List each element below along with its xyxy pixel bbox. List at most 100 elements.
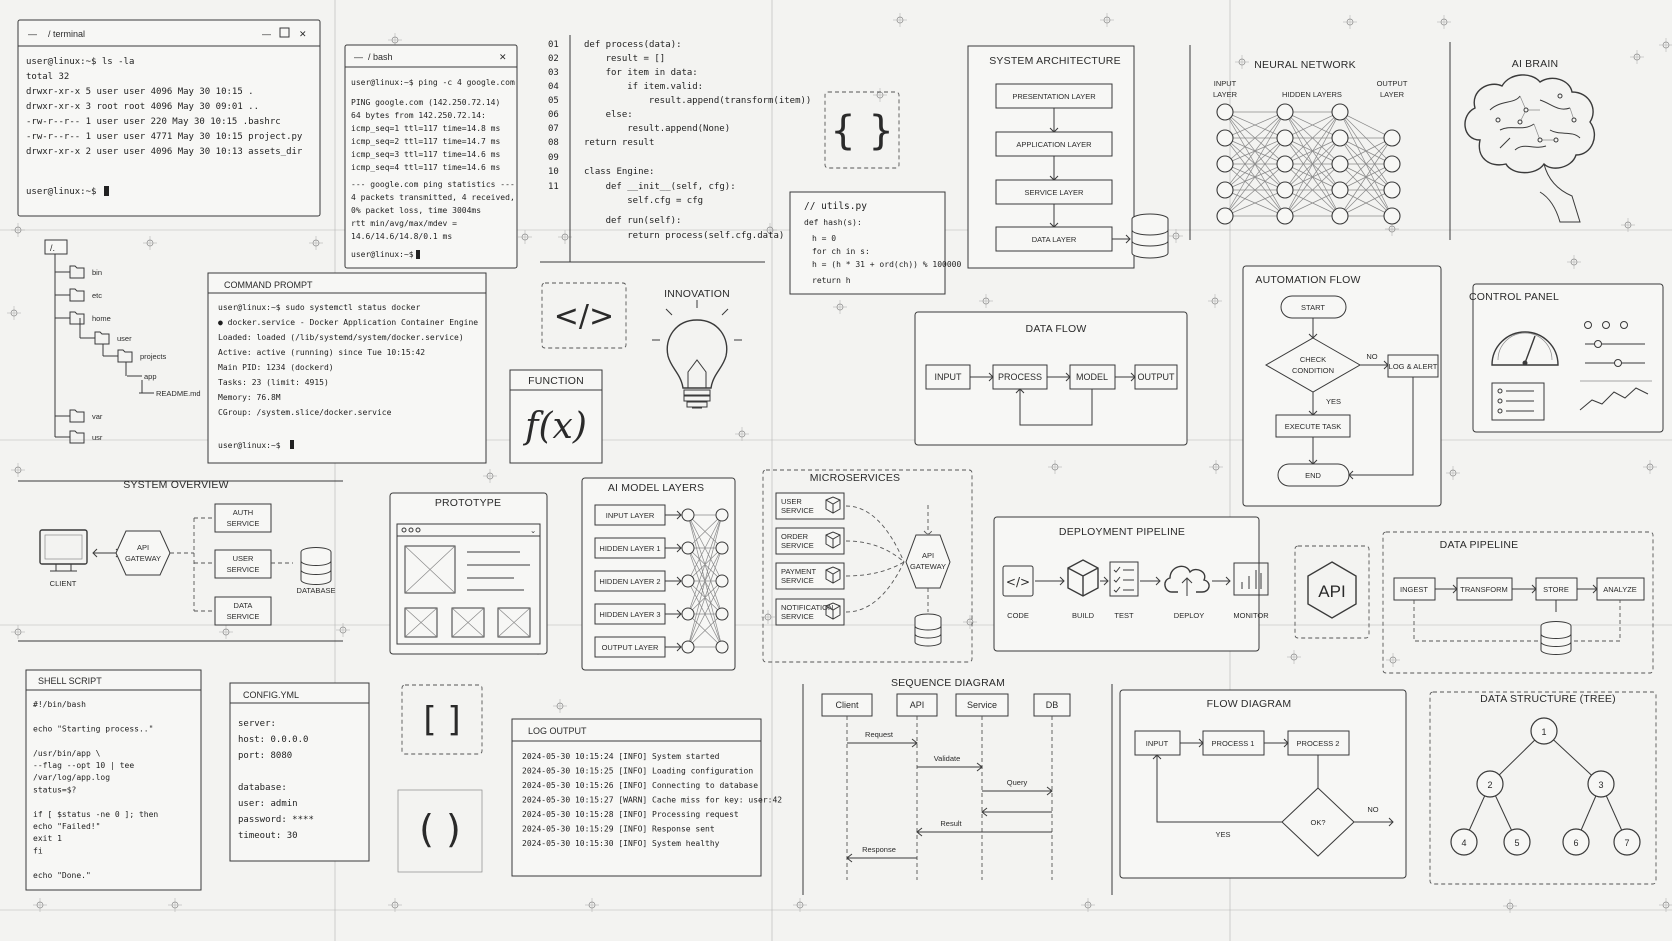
crosshair-mark <box>1169 229 1183 243</box>
crosshair-mark <box>483 469 497 483</box>
log-output-window: LOG OUTPUT 2024-05-30 10:15:24 [INFO] Sy… <box>511 718 782 877</box>
close-icon[interactable]: ✕ <box>499 52 507 62</box>
pipeline-step-label: DEPLOY <box>1174 611 1204 620</box>
nn-edge <box>1339 163 1393 217</box>
file-tree: /. binetchomeuserprojectsappREADME.mdvar… <box>44 239 201 444</box>
sequence-message <box>916 827 1052 837</box>
automation-log: LOG & ALERT <box>1389 362 1438 371</box>
tree-item[interactable]: var <box>55 409 103 423</box>
code-line: result = [] <box>606 54 666 64</box>
code-line: result.append(transform(item)) <box>649 96 812 106</box>
microservice-label: SERVICE <box>781 541 814 550</box>
list-card-icon <box>1491 382 1545 421</box>
folder-icon <box>69 430 85 444</box>
tree-item[interactable]: usr <box>55 430 103 444</box>
crosshair-mark <box>735 427 749 441</box>
maximize-icon[interactable] <box>279 27 290 38</box>
system-overview-diagram: SYSTEM OVERVIEW CLIENT API GATEWAY AUTH … <box>18 479 343 642</box>
sequence-message-label: Result <box>940 819 962 828</box>
crosshair-mark <box>388 898 402 912</box>
bash-window[interactable]: — / bash ✕ user@linux:~$ ping -c 4 googl… <box>344 44 518 269</box>
crosshair-mark <box>1048 460 1062 474</box>
model-node <box>681 574 695 588</box>
crosshair-mark <box>585 898 599 912</box>
tree-node <box>1530 717 1558 745</box>
log-line: 2024-05-30 10:15:30 [INFO] System health… <box>522 839 720 848</box>
tree-item[interactable]: etc <box>55 288 102 302</box>
function-card: FUNCTION f(x) <box>509 369 603 464</box>
lightbulb-icon <box>652 300 742 409</box>
api-hexagon-icon: API <box>1318 582 1345 601</box>
tree-item[interactable]: app <box>127 372 157 381</box>
crosshair-mark <box>143 236 157 250</box>
minimize-dash-icon: — <box>28 29 37 39</box>
terminal-prompt[interactable]: user@linux:~$ <box>26 187 96 197</box>
crosshair-mark <box>893 13 907 27</box>
utils-line: // utils.py <box>804 201 867 212</box>
cmd-line: ● docker.service - Docker Application Co… <box>218 318 478 327</box>
command-prompt-window[interactable]: COMMAND PROMPT user@linux:~$ sudo system… <box>207 272 487 464</box>
config-title: CONFIG.YML <box>243 690 299 700</box>
microservice-label: SERVICE <box>781 576 814 585</box>
ai-model-layers-title: AI MODEL LAYERS <box>608 482 704 494</box>
nn-edge <box>1284 111 1341 139</box>
log-line: 2024-05-30 10:15:24 [INFO] System starte… <box>522 752 720 761</box>
square-brackets-card: [ ] <box>401 684 483 755</box>
nn-edge <box>1284 189 1341 217</box>
crosshair-marks <box>7 13 1672 913</box>
code-line-number: 11 <box>548 182 559 192</box>
data-flow-title: DATA FLOW <box>1026 323 1087 335</box>
data-pipeline-title: DATA PIPELINE <box>1440 539 1519 551</box>
microservice-label: SERVICE <box>781 506 814 515</box>
square-brackets-icon: [ ] <box>423 700 460 740</box>
crosshair-mark <box>763 223 777 237</box>
automation-flow-title: AUTOMATION FLOW <box>1255 274 1360 286</box>
sparkline-chart-icon <box>1579 380 1652 411</box>
slider-controls[interactable] <box>1585 340 1645 367</box>
tree-item[interactable]: README.md <box>139 389 201 398</box>
bash-prompt[interactable]: user@linux:~$ <box>351 250 414 259</box>
bash-line: 64 bytes from 142.250.72.14: <box>351 111 486 120</box>
close-icon[interactable]: ✕ <box>299 29 307 39</box>
cube-icon <box>825 566 841 584</box>
deployment-pipeline-title: DEPLOYMENT PIPELINE <box>1059 526 1185 538</box>
microservices-diagram: MICROSERVICES USERSERVICEORDERSERVICEPAY… <box>762 469 973 663</box>
tree-node-label: 2 <box>1487 780 1492 790</box>
cmd-prompt[interactable]: user@linux:~$ <box>218 441 281 450</box>
config-line: port: 8080 <box>238 751 292 761</box>
shell-script-title: SHELL SCRIPT <box>38 676 102 686</box>
tab-close-icon: ⌄ <box>530 526 536 535</box>
sequence-message <box>917 762 983 772</box>
output-layer-label: LAYER <box>1380 90 1405 99</box>
control-panel[interactable]: CONTROL PANEL <box>1469 283 1664 433</box>
tree-item[interactable]: bin <box>55 265 102 279</box>
terminal-window[interactable]: — / terminal — ✕ user@linux:~$ ls -la to… <box>17 19 321 217</box>
tree-item[interactable]: home <box>55 311 111 325</box>
crosshair-mark <box>553 699 567 713</box>
nn-edge <box>1339 137 1393 165</box>
terminal-line: total 32 <box>26 72 69 82</box>
sequence-title: SEQUENCE DIAGRAM <box>891 677 1005 689</box>
auth-service-label: SERVICE <box>227 519 260 528</box>
toggle-dots[interactable] <box>1584 321 1628 329</box>
curly-braces-icon: { } <box>830 108 894 154</box>
tree-item[interactable]: projects <box>103 349 167 363</box>
shell-line: if [ $status -ne 0 ]; then <box>33 810 158 819</box>
model-node <box>681 541 695 555</box>
sequence-actor-label: Service <box>967 700 997 710</box>
nn-edge <box>1339 189 1393 217</box>
microservice-label: PAYMENT <box>781 567 817 576</box>
bash-line: --- google.com ping statistics --- <box>351 180 515 189</box>
model-layer-label: INPUT LAYER <box>606 511 655 520</box>
bash-line: icmp_seq=4 ttl=117 time=14.6 ms <box>351 163 500 172</box>
shell-line: --flag --opt 10 | tee <box>33 761 134 770</box>
ai-brain-illustration: AI BRAIN <box>1449 42 1595 240</box>
code-tag-icon: </> <box>1002 565 1034 597</box>
minimize-icon[interactable]: — <box>262 29 271 39</box>
cursor-block <box>104 186 109 196</box>
cmd-line: user@linux:~$ sudo systemctl status dock… <box>218 303 420 312</box>
nn-node <box>1331 103 1349 121</box>
tree-item[interactable]: user <box>80 331 132 345</box>
data-service-label: SERVICE <box>227 612 260 621</box>
